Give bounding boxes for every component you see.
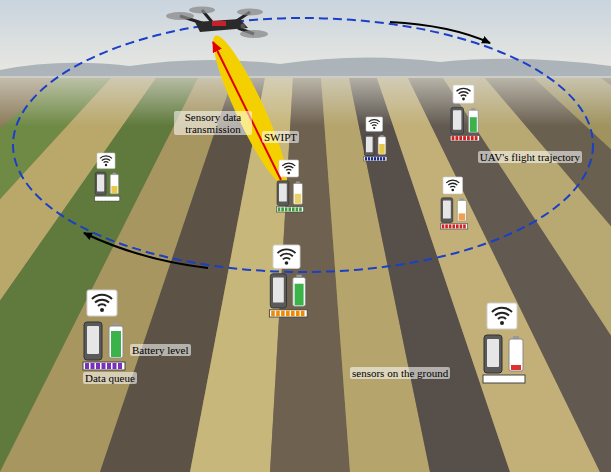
uav-part: [189, 7, 215, 14]
sensor-part: [511, 365, 521, 370]
sensor-part: [440, 177, 467, 229]
text-label: SWIPT: [262, 131, 299, 143]
sensor: [276, 160, 303, 212]
sensor-part: [459, 213, 466, 220]
farmland-part: [601, 78, 611, 472]
text-label: sensors on the ground: [350, 367, 450, 379]
sensor: [364, 117, 387, 161]
sensor-part: [83, 290, 125, 370]
text-label: Data queue: [83, 372, 137, 384]
trajectory-ellipse: [13, 18, 593, 272]
sensor-part: [95, 153, 120, 201]
sky: [0, 0, 611, 82]
sensor-part: [295, 194, 302, 204]
direction-arrow: [84, 233, 208, 268]
text-label: Sensory data transmission: [174, 111, 252, 135]
uav-part: [240, 30, 268, 38]
sensor: [95, 153, 120, 201]
sensor-part: [276, 160, 303, 212]
sensor: [483, 303, 525, 383]
uav-part: [195, 19, 248, 32]
sensor: [269, 245, 307, 317]
text-label: UAV's flight trajectory: [478, 151, 582, 163]
farmland: [0, 76, 611, 472]
sensor-part: [483, 303, 525, 383]
sensor-part: [111, 186, 117, 193]
sensor: [83, 290, 125, 370]
sensor-part: [111, 331, 121, 357]
uav-part: [166, 12, 194, 20]
farmland-part: [0, 76, 611, 126]
uav: [166, 7, 268, 39]
farmland-part: [534, 78, 611, 472]
sensor-part: [470, 117, 477, 132]
sensor-part: [450, 85, 479, 141]
uav-part: [241, 24, 246, 29]
uav-part: [237, 9, 263, 16]
sensor-part: [364, 117, 387, 161]
sensor: [440, 177, 467, 229]
sensor: [450, 85, 479, 141]
sensor-part: [269, 245, 307, 317]
sensor-part: [379, 144, 385, 154]
uav-part: [212, 21, 226, 26]
direction-arrow: [390, 22, 490, 43]
sensor-part: [295, 284, 304, 306]
text-label: Battery level: [130, 344, 191, 356]
